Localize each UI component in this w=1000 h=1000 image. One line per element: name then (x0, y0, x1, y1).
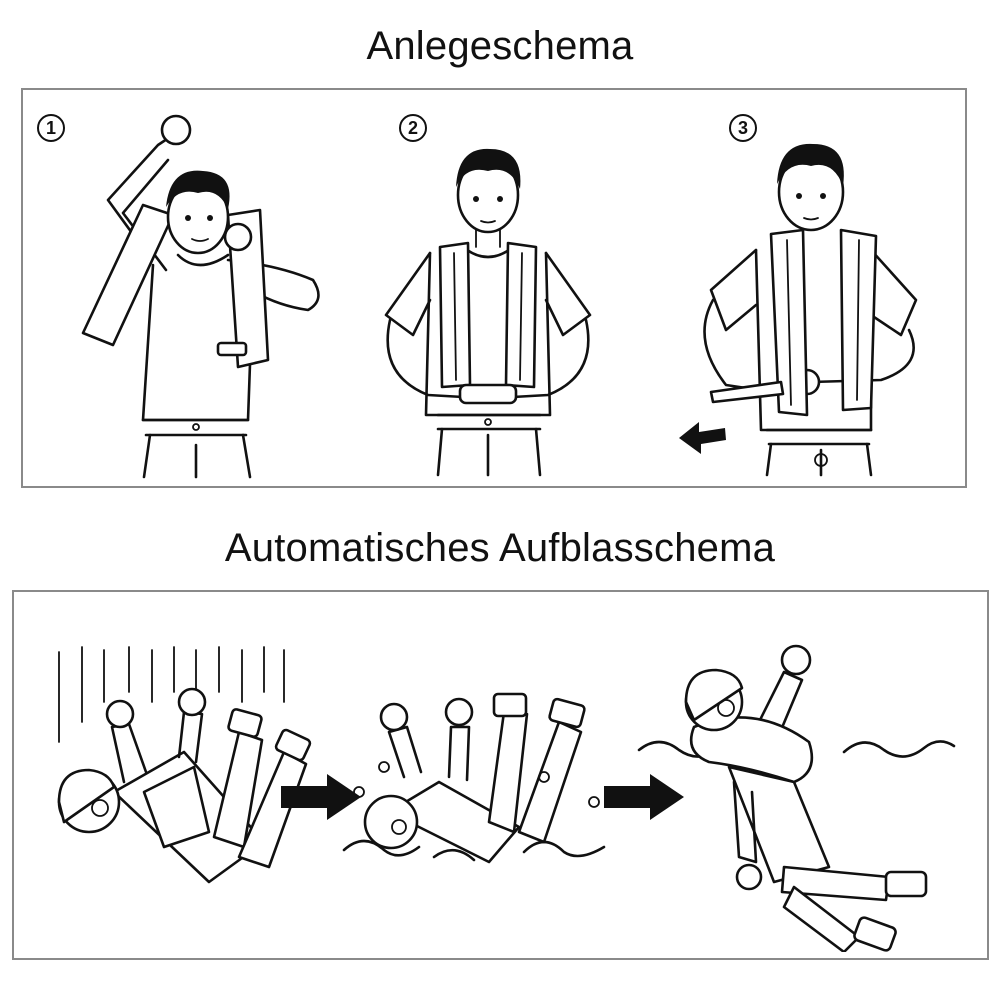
person-tightening-strap-icon (671, 130, 956, 480)
person-fastening-buckle-icon (368, 135, 608, 480)
inflation-stages-panel (12, 590, 989, 960)
inflation-diagram-title: Automatisches Aufblasschema (0, 526, 1000, 571)
person-floating-inflated-vest-icon (634, 622, 974, 952)
person-submerged-icon (339, 682, 614, 882)
donning-steps-panel: 1 2 (21, 88, 967, 488)
donning-diagram-title: Anlegeschema (0, 24, 1000, 69)
step-number-1: 1 (37, 114, 65, 142)
person-putting-on-lifejacket-icon (78, 105, 338, 480)
